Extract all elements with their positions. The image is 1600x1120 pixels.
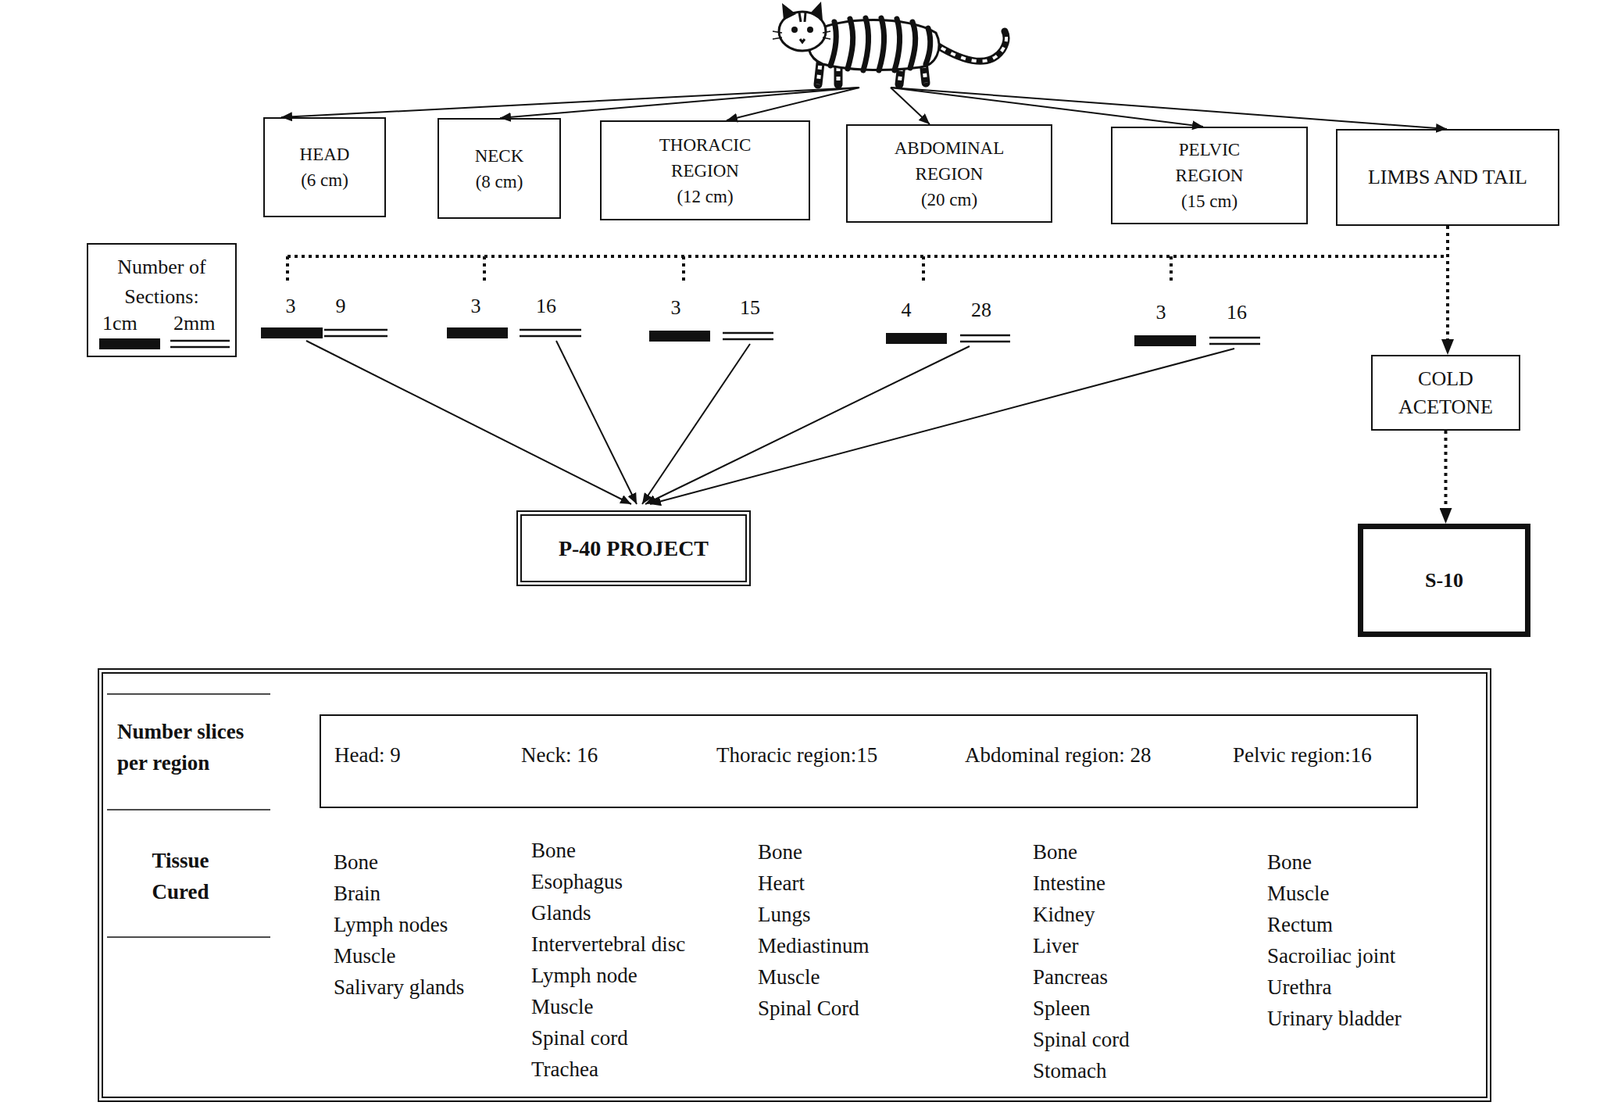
tissue-name: Spinal Cord [757, 995, 860, 1021]
node-text: ABDOMINAL REGION [890, 135, 1008, 187]
region-box: HEAD(6 cm) [263, 117, 386, 218]
tissue-name: Rectum [1267, 911, 1333, 937]
tissue-name: Stomach [1032, 1057, 1108, 1083]
section-count: 3 [671, 295, 682, 320]
tissue-name: Intervertebral disc [531, 931, 686, 957]
tissue-name: Spinal cord [531, 1025, 629, 1050]
tissue-name: Bone [333, 849, 379, 875]
node-text: HEAD [300, 141, 350, 168]
section-count: 28 [971, 297, 992, 322]
dotted-arrow [1444, 430, 1448, 516]
tissue-name: Muscle [757, 964, 820, 990]
region-box: NECK(8 cm) [437, 117, 561, 219]
table-text: Number slices per region [117, 715, 274, 779]
table-text: Thoracic region:15 [716, 739, 878, 771]
section-count: 15 [739, 295, 761, 320]
cat-illustration [772, 1, 1007, 85]
tissue-name: Esophagus [531, 868, 623, 894]
output-box: S-10 [1357, 523, 1531, 637]
summary-box: Head: 9 Neck: 16 Thoracic region:15 Abdomin… [319, 714, 1418, 808]
tissue-name: Bone [1032, 839, 1078, 865]
section-count: 3 [1156, 300, 1167, 325]
tissue-name: Muscle [531, 993, 593, 1019]
tissue-name: Kidney [1032, 901, 1095, 927]
table-text: Pelvic region:16 [1232, 739, 1372, 771]
section-count: 16 [535, 293, 557, 318]
section-bars [260, 327, 1261, 347]
legend-swatch [99, 335, 162, 350]
tissue-name: Lymph node [531, 962, 638, 988]
tissue-name: Bone [757, 839, 803, 865]
process-box: COLD ACETONE [1371, 354, 1521, 431]
table-text: Tissue Cured [133, 844, 228, 908]
tissue-name: Sacroiliac joint [1267, 942, 1396, 968]
tissue-name: Brain [333, 880, 381, 906]
tissue-name: Intestine [1032, 870, 1106, 896]
table-text: Abdominal region: 28 [964, 739, 1151, 771]
tissue-name: Heart [757, 870, 805, 896]
tissue-name: Pancreas [1032, 964, 1108, 990]
region-box: ABDOMINAL REGION(20 cm) [846, 124, 1053, 223]
tissue-name: Urethra [1267, 974, 1332, 1000]
section-count: 16 [1226, 300, 1247, 325]
node-text: (20 cm) [921, 186, 978, 213]
output-box: P-40 PROJECT [516, 510, 751, 586]
region-box: LIMBS AND TAIL [1335, 128, 1560, 226]
node-text: PELVIC REGION [1150, 136, 1268, 189]
node-text: NECK [475, 142, 525, 169]
node-text: (8 cm) [475, 168, 524, 195]
tissue-name: Muscle [1267, 880, 1329, 906]
section-count: 3 [471, 293, 482, 318]
table-text: Neck: 16 [521, 739, 598, 771]
tissue-name: Bone [1267, 849, 1312, 875]
dotted-lines [287, 256, 1447, 282]
legend-item: 1cm [99, 310, 162, 350]
legend-text: 2mm [170, 310, 233, 336]
node-text: (15 cm) [1181, 188, 1238, 215]
tissue-name: Liver [1032, 932, 1079, 958]
legend-item: 2mm [170, 310, 233, 350]
tissue-name: Mediastinum [757, 932, 870, 958]
node-text: S-10 [1425, 567, 1464, 594]
node-text: LIMBS AND TAIL [1367, 164, 1528, 191]
cat-arrows [281, 87, 1447, 129]
node-text: COLD ACETONE [1387, 364, 1505, 422]
tissue-name: Lymph nodes [333, 911, 448, 937]
legend-text: 1cm [99, 310, 162, 336]
table-text: Head: 9 [334, 739, 401, 771]
legend-swatch [170, 335, 233, 350]
node-text: Number of Sections: [91, 252, 233, 312]
tissue-name: Muscle [333, 942, 396, 968]
tissue-name: Spinal cord [1032, 1026, 1130, 1052]
tissue-name: Urinary bladder [1267, 1005, 1402, 1031]
tissue-name: Trachea [531, 1056, 599, 1082]
tissue-name: Salivary glands [333, 974, 465, 1000]
node-text: THORACIC REGION [646, 132, 765, 184]
leader-lines [306, 340, 1235, 504]
region-box: THORACIC REGION(12 cm) [600, 120, 811, 221]
section-count: 3 [285, 293, 297, 318]
tissue-name: Bone [531, 837, 576, 863]
section-count: 9 [335, 293, 347, 318]
node-text: (12 cm) [676, 183, 733, 210]
tissue-name: Lungs [757, 901, 811, 927]
node-text: (6 cm) [300, 167, 349, 193]
tissue-name: Glands [531, 900, 592, 925]
region-box: PELVIC REGION(15 cm) [1110, 126, 1308, 225]
section-count: 4 [901, 297, 912, 322]
tissue-name: Spleen [1032, 995, 1091, 1021]
dotted-arrow [1446, 225, 1450, 347]
node-text: P-40 PROJECT [558, 535, 709, 562]
